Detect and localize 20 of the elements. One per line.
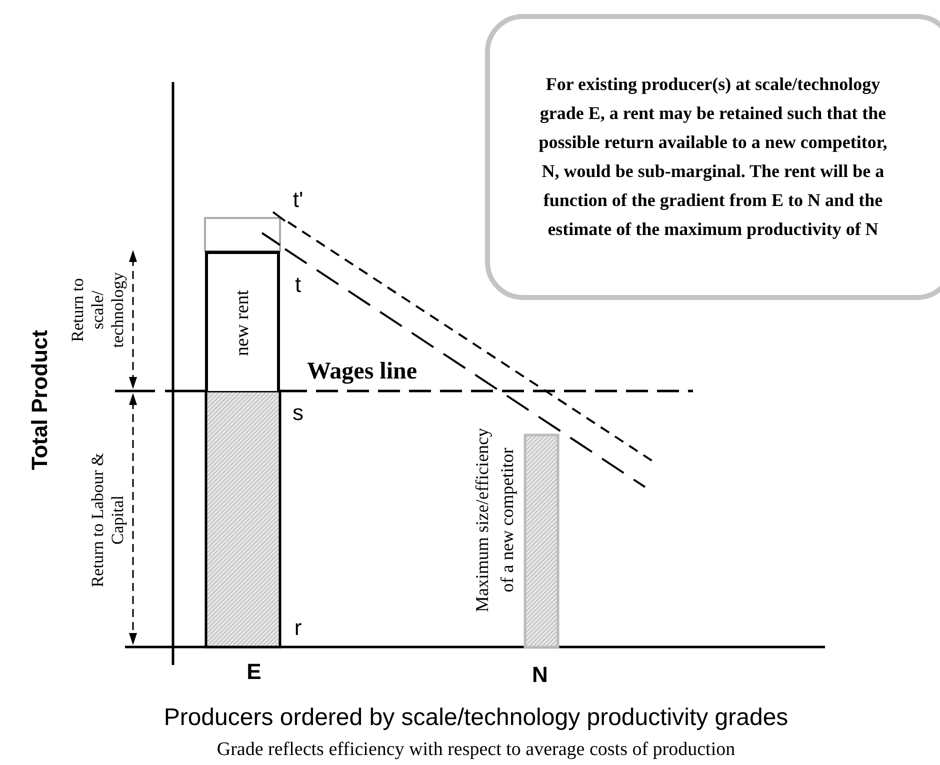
hatched-bar [204,390,282,648]
diagram-label: Producers ordered by scale/technology productivity grades [164,704,788,732]
diagram-label: Total Product [27,330,53,470]
diagram-label: N [532,662,548,688]
bar-label: new rent [232,290,254,356]
diagram-label: r [294,615,302,641]
diagram-label: Grade reflects efficiency with respect to average costs of production [216,739,736,761]
diagram-label: s [292,400,304,426]
diagram-label: Wages line [307,358,417,386]
diagram-label: t [294,272,302,298]
diagram-label: Return to scale/ technology [68,271,128,350]
diagram-label: E [246,659,262,685]
hatched-bar [524,434,560,648]
diagram-label: Maximum size/efficiency of a new competitor [471,428,518,612]
diagram-label: Return to Labour & Capital [88,452,128,590]
rent-bar [205,251,280,391]
callout-text: For existing producer(s) at scale/technology grade E, a rent may be retained such that the possible return available to a new competitor, N, would be sub-marginal. The rent will be a function of the gradient from E to N and the estimate of the maximum productivity of N [538,73,888,241]
diagram-label: t' [292,187,304,213]
callout-box [485,14,940,300]
former-rent-bar [204,217,281,252]
